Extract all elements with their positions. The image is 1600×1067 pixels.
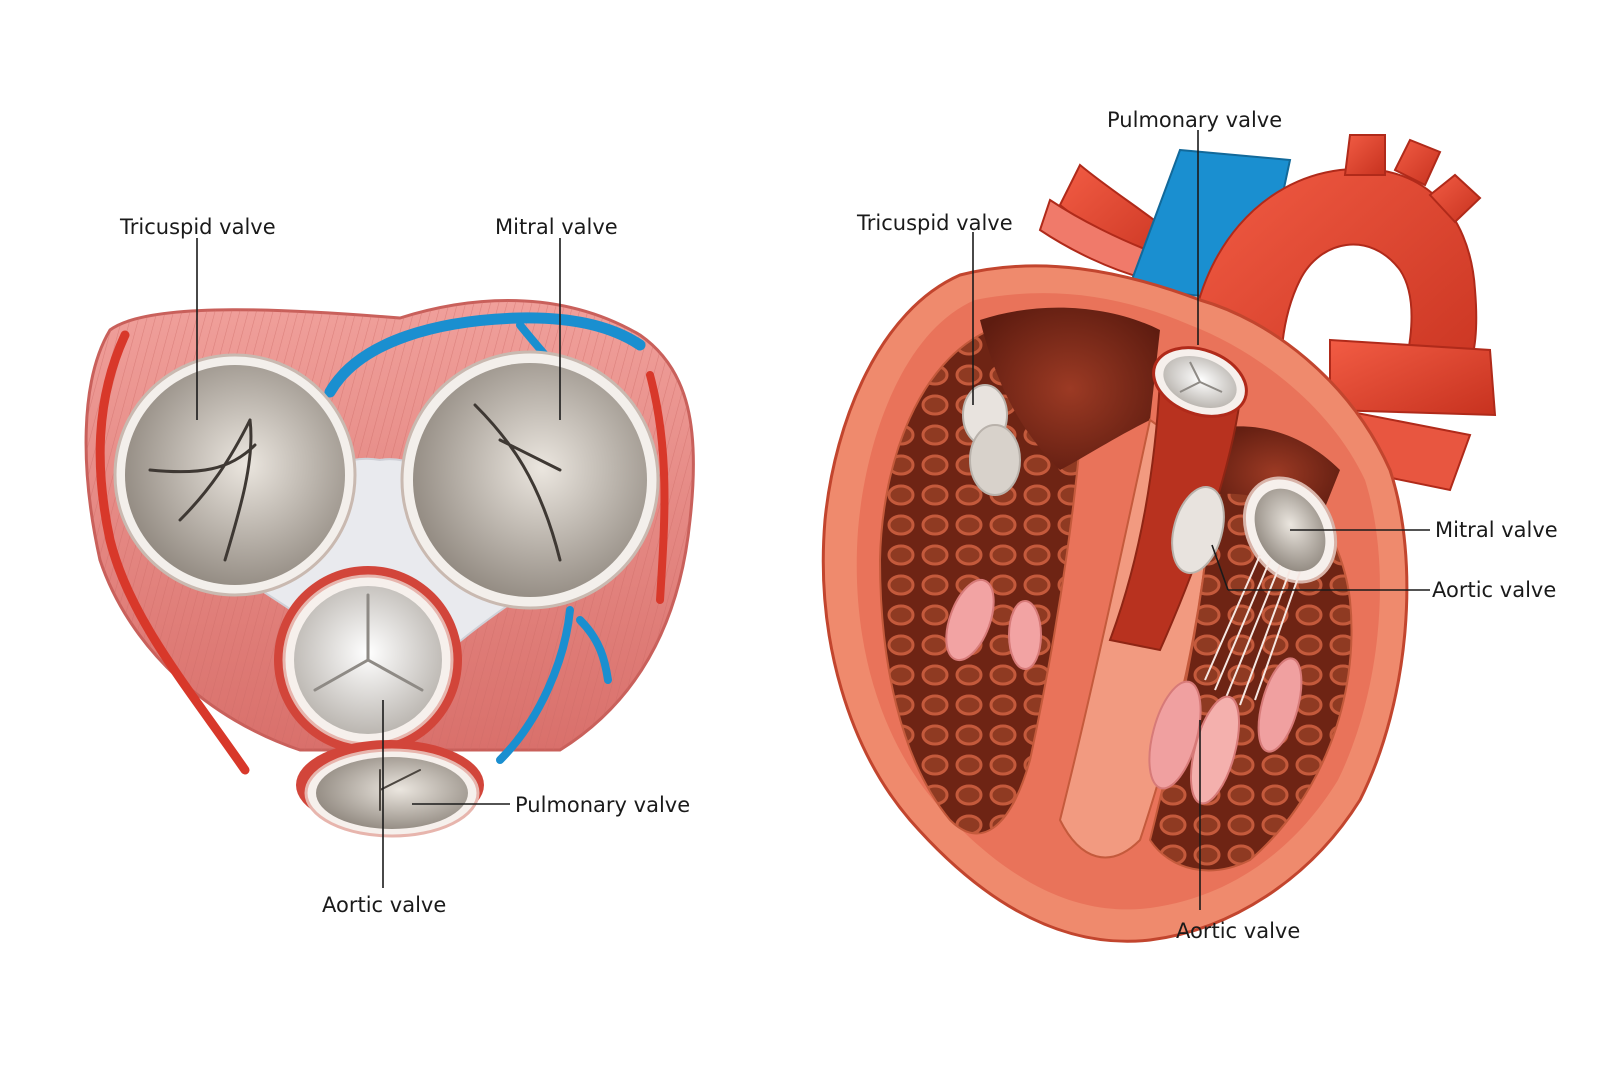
valve-plane-figure: Tricuspid valve Mitral valve Pulmonary v… [84,215,695,917]
coronary-artery-left-side [95,330,250,775]
label-aortic-left: Aortic valve [322,893,446,917]
label-mitral-left: Mitral valve [495,215,618,239]
pulmonary-trunk [1108,378,1242,652]
pulmonary-valve-right [1152,346,1248,418]
label-aortic-bottom: Aortic valve [1176,919,1300,943]
aortic-branch-2 [1393,138,1442,187]
descending-aorta-stub [1329,338,1497,417]
aortic-branch-3 [1428,173,1482,224]
papillary-muscles [945,578,1303,805]
label-mitral-right: Mitral valve [1435,518,1558,542]
mitral-valve-left [400,350,660,610]
label-tricuspid-right: Tricuspid valve [856,211,1013,235]
label-aortic-right: Aortic valve [1432,578,1556,602]
aortic-valve-left [274,566,462,754]
heart-cross-section-figure: Pulmonary valve Tricuspid valve Mitral v… [821,108,1558,943]
tricuspid-valve-left [113,353,357,597]
label-pulmonary-left: Pulmonary valve [515,793,690,817]
label-pulmonary-right: Pulmonary valve [1107,108,1282,132]
coronary-artery-right-side [646,371,669,604]
tricuspid-valve-right [962,384,1021,496]
coronary-vein-lower [496,606,612,764]
pulmonary-valve-left [296,740,484,838]
right-atrium-chamber [980,307,1160,470]
label-tricuspid-left: Tricuspid valve [119,215,276,239]
coronary-vein-top [324,312,646,398]
aortic-valve-right [1171,486,1225,574]
leader-aortic-right [1211,544,1229,591]
aortic-branch-1 [1343,134,1386,176]
chordae-tendineae [1204,554,1301,706]
